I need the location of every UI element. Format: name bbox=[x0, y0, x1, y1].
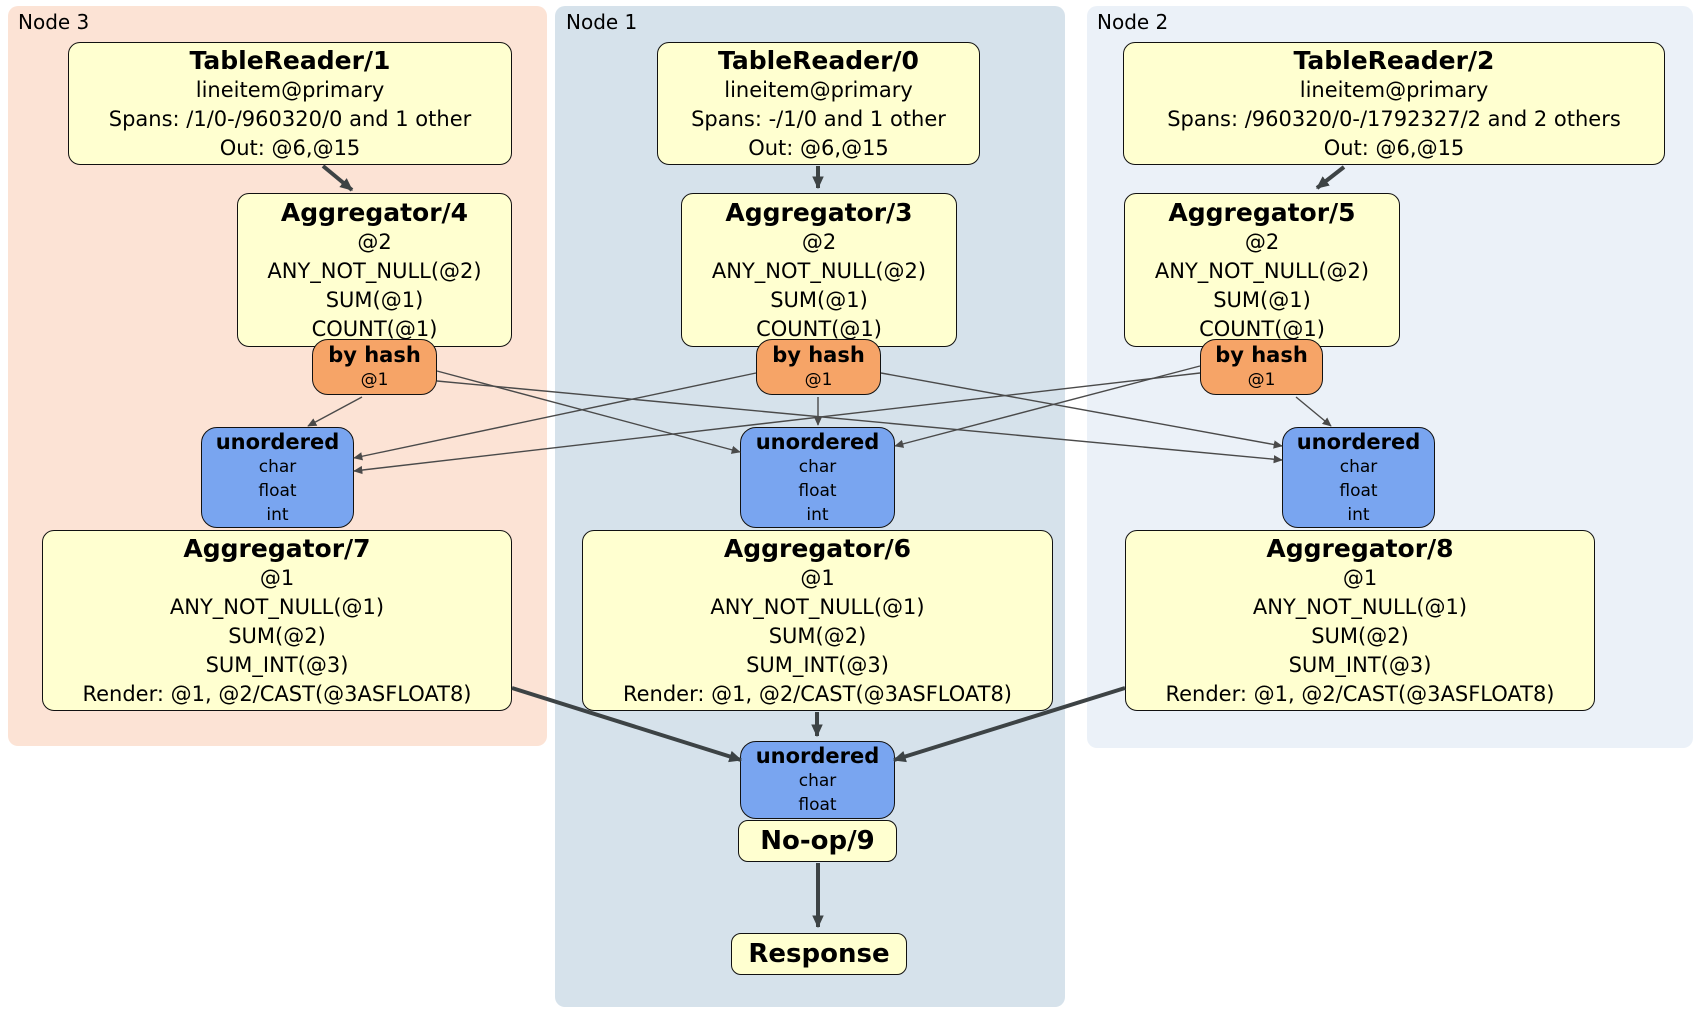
box-line: ANY_NOT_NULL(@2) bbox=[711, 258, 927, 283]
box-line: SUM_INT(@3) bbox=[746, 652, 889, 677]
box-line: @1 bbox=[800, 565, 835, 590]
router-key: @1 bbox=[1247, 370, 1276, 390]
box-line: Render: @1, @2/CAST(@3ASFLOAT8) bbox=[82, 681, 472, 706]
aggregator-4-box: Aggregator/4 @2 ANY_NOT_NULL(@2) SUM(@1)… bbox=[237, 193, 512, 347]
node-group-3-label: Node 3 bbox=[18, 10, 90, 34]
node-group-1-label: Node 1 bbox=[566, 10, 638, 34]
sync-type: char bbox=[798, 771, 837, 791]
box-line: Spans: /960320/0-/1792327/2 and 2 others bbox=[1167, 106, 1621, 131]
tablereader-2-box: TableReader/2 lineitem@primary Spans: /9… bbox=[1123, 42, 1665, 165]
box-line: SUM(@2) bbox=[1311, 623, 1409, 648]
aggregator-3-box: Aggregator/3 @2 ANY_NOT_NULL(@2) SUM(@1)… bbox=[681, 193, 957, 347]
box-line: Out: @6,@15 bbox=[748, 135, 889, 160]
noop-box: No-op/9 bbox=[738, 820, 897, 862]
unordered-sync-node3: unordered char float int bbox=[201, 427, 354, 528]
router-key: @1 bbox=[360, 370, 389, 390]
box-title: No-op/9 bbox=[760, 826, 875, 856]
box-line: lineitem@primary bbox=[724, 77, 913, 102]
box-line: Spans: -/1/0 and 1 other bbox=[691, 106, 946, 131]
box-title: TableReader/2 bbox=[1293, 45, 1495, 75]
box-line: SUM(@1) bbox=[1213, 287, 1311, 312]
box-line: ANY_NOT_NULL(@1) bbox=[169, 594, 385, 619]
box-line: ANY_NOT_NULL(@2) bbox=[1154, 258, 1370, 283]
box-line: ANY_NOT_NULL(@1) bbox=[1252, 594, 1468, 619]
hash-router-node2: by hash @1 bbox=[1200, 339, 1323, 395]
box-line: SUM(@2) bbox=[228, 623, 326, 648]
sync-title: unordered bbox=[755, 744, 880, 768]
sync-title: unordered bbox=[1296, 429, 1421, 454]
box-line: @2 bbox=[357, 229, 392, 254]
box-title: Aggregator/3 bbox=[725, 197, 913, 227]
box-title: Aggregator/4 bbox=[280, 197, 469, 227]
box-line: Spans: /1/0-/960320/0 and 1 other bbox=[108, 106, 472, 131]
box-line: SUM(@1) bbox=[770, 287, 868, 312]
box-line: Out: @6,@15 bbox=[219, 135, 361, 160]
box-line: @2 bbox=[801, 229, 837, 254]
box-line: ANY_NOT_NULL(@2) bbox=[267, 258, 482, 283]
box-line: SUM(@1) bbox=[325, 287, 424, 312]
sync-type: char bbox=[1339, 456, 1378, 477]
sync-type: char bbox=[798, 456, 837, 477]
box-title: Aggregator/6 bbox=[723, 533, 912, 563]
unordered-sync-node2: unordered char float int bbox=[1282, 427, 1435, 528]
box-line: SUM_INT(@3) bbox=[205, 652, 349, 677]
box-title: Aggregator/7 bbox=[183, 533, 371, 563]
sync-type: float bbox=[798, 795, 837, 815]
aggregator-5-box: Aggregator/5 @2 ANY_NOT_NULL(@2) SUM(@1)… bbox=[1124, 193, 1400, 347]
aggregator-8-box: Aggregator/8 @1 ANY_NOT_NULL(@1) SUM(@2)… bbox=[1125, 530, 1595, 711]
box-title: Aggregator/8 bbox=[1266, 533, 1454, 563]
sync-type: int bbox=[1347, 504, 1370, 525]
aggregator-7-box: Aggregator/7 @1 ANY_NOT_NULL(@1) SUM(@2)… bbox=[42, 530, 512, 711]
box-title: TableReader/0 bbox=[718, 45, 919, 75]
sync-type: int bbox=[806, 504, 829, 525]
hash-router-node1: by hash @1 bbox=[756, 339, 881, 395]
unordered-sync-node1: unordered char float int bbox=[740, 427, 895, 528]
box-line: Out: @6,@15 bbox=[1323, 135, 1465, 160]
box-title: Response bbox=[748, 939, 890, 969]
box-line: @1 bbox=[1342, 565, 1378, 590]
sync-type: int bbox=[266, 504, 289, 525]
sync-title: unordered bbox=[215, 429, 340, 454]
box-line: @1 bbox=[259, 565, 295, 590]
box-line: Render: @1, @2/CAST(@3ASFLOAT8) bbox=[622, 681, 1013, 706]
box-line: SUM_INT(@3) bbox=[1288, 652, 1432, 677]
response-box: Response bbox=[731, 933, 907, 975]
box-line: SUM(@2) bbox=[768, 623, 867, 648]
box-title: TableReader/1 bbox=[189, 45, 391, 75]
box-title: Aggregator/5 bbox=[1168, 197, 1356, 227]
router-title: by hash bbox=[772, 343, 865, 367]
box-line: ANY_NOT_NULL(@1) bbox=[710, 594, 925, 619]
sync-type: float bbox=[258, 480, 297, 501]
box-line: COUNT(@1) bbox=[311, 316, 438, 341]
sync-title: unordered bbox=[755, 429, 880, 454]
tablereader-0-box: TableReader/0 lineitem@primary Spans: -/… bbox=[657, 42, 980, 165]
tablereader-1-box: TableReader/1 lineitem@primary Spans: /1… bbox=[68, 42, 512, 165]
box-line: Render: @1, @2/CAST(@3ASFLOAT8) bbox=[1165, 681, 1555, 706]
box-line: lineitem@primary bbox=[1299, 77, 1489, 102]
node-group-2-label: Node 2 bbox=[1097, 10, 1169, 34]
hash-router-node3: by hash @1 bbox=[312, 339, 437, 395]
box-line: @2 bbox=[1244, 229, 1280, 254]
box-line: lineitem@primary bbox=[195, 77, 385, 102]
sync-type: char bbox=[258, 456, 297, 477]
router-key: @1 bbox=[804, 370, 833, 390]
sync-type: float bbox=[798, 480, 837, 501]
sync-type: float bbox=[1339, 480, 1378, 501]
box-line: COUNT(@1) bbox=[756, 316, 882, 341]
router-title: by hash bbox=[1215, 343, 1308, 367]
aggregator-6-box: Aggregator/6 @1 ANY_NOT_NULL(@1) SUM(@2)… bbox=[582, 530, 1053, 711]
box-line: COUNT(@1) bbox=[1199, 316, 1325, 341]
unordered-sync-final: unordered char float bbox=[740, 741, 895, 819]
router-title: by hash bbox=[328, 343, 421, 367]
